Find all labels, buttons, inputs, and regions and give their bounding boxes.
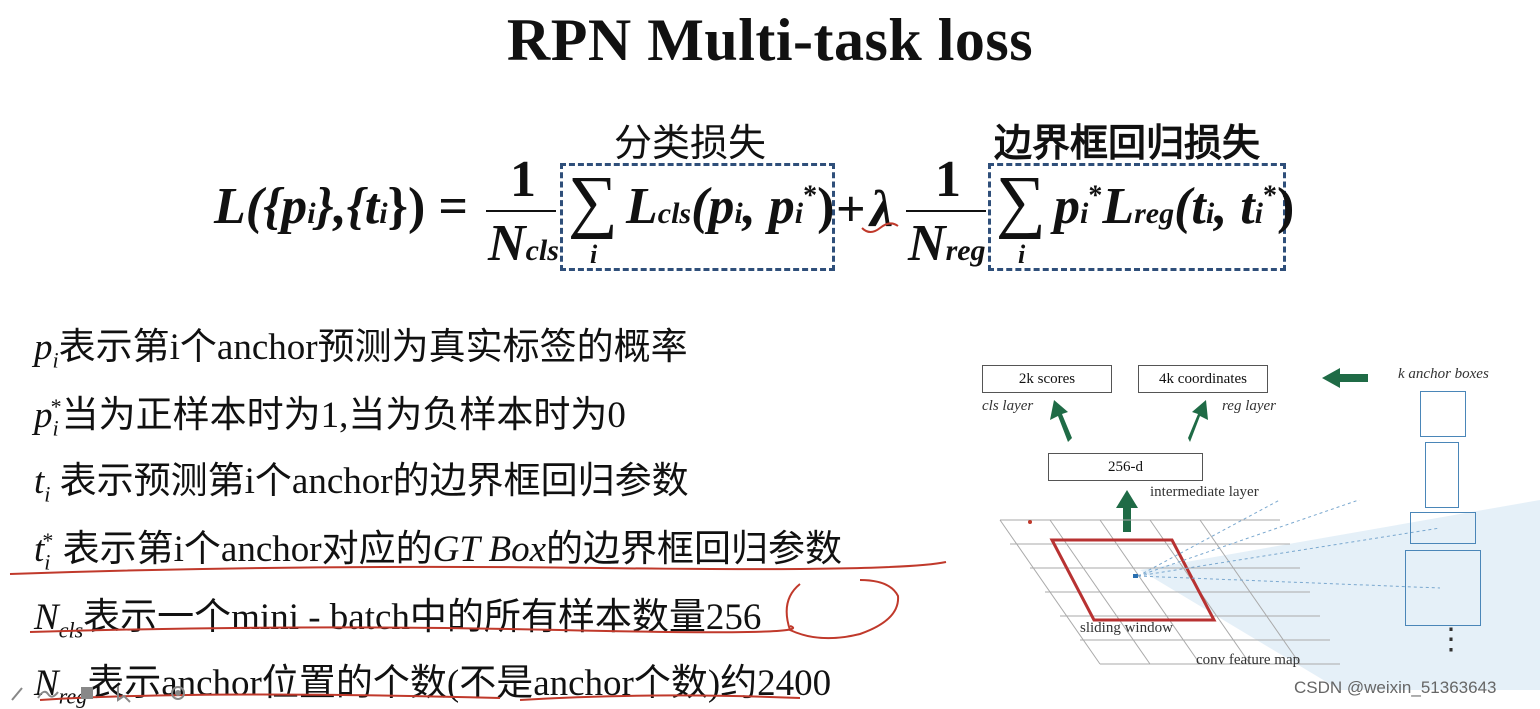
coordinates-box: 4k coordinates (1138, 365, 1268, 393)
anchor-box-3 (1410, 512, 1476, 544)
feature-map-diagram (999, 500, 1540, 690)
explanation-line-4: ti* 表示第i个anchor对应的GT Box的边界框回归参数 (34, 527, 843, 575)
sum-reg-symbol: ∑ (996, 163, 1046, 240)
plus-sign: + (836, 181, 866, 238)
anchor-boxes-label: k anchor boxes (1398, 366, 1489, 382)
record-icon (171, 686, 185, 700)
sum-cls-symbol: ∑ (568, 163, 618, 240)
arrow-to-cls-icon (1050, 400, 1072, 442)
lcls-term: Lcls(pi, pi*) (626, 178, 835, 235)
red-annotations (9, 561, 947, 701)
formula-lhs: L({pi},{ti}) = (214, 178, 468, 235)
explanation-line-3: ti 表示预测第i个anchor的边界框回归参数 (34, 461, 689, 507)
arrow-left-icon (1322, 368, 1368, 388)
feature-map-label: conv feature map (1196, 652, 1301, 668)
anchor-ellipsis: ⋮ (1436, 623, 1466, 656)
eraser-icon (81, 687, 93, 699)
cls-loss-label: 分类损失 (614, 123, 767, 165)
frac-reg-line (906, 210, 986, 212)
explanation-line-6: Nreg表示anchor位置的个数(不是anchor个数)约2400 (34, 663, 832, 709)
intermediate-layer-label: intermediate layer (1150, 484, 1259, 500)
anchor-box-2 (1425, 442, 1459, 508)
scores-box: 2k scores (982, 365, 1112, 393)
pointer-icon (117, 686, 131, 703)
anchor-box-1 (1420, 391, 1466, 437)
highlighter-icon (37, 690, 59, 699)
pen-icon (11, 687, 23, 701)
lreg-term: pi*Lreg(ti, ti*) (1054, 178, 1295, 235)
arrow-up-icon (1116, 490, 1138, 532)
sliding-window-label: sliding window (1080, 620, 1173, 636)
frac-reg-denominator: Nreg (908, 215, 986, 272)
cls-layer-label: cls layer (982, 398, 1034, 414)
sum-reg-index: i (1018, 240, 1026, 269)
sum-cls-index: i (590, 240, 598, 269)
arrow-to-reg-icon (1188, 400, 1208, 442)
reg-dashed-box (988, 163, 1286, 271)
annotation-toolbar[interactable] (8, 682, 188, 704)
watermark: CSDN @weixin_51363643 (1294, 678, 1497, 697)
reg-layer-label: reg layer (1222, 398, 1277, 414)
page-title: RPN Multi-task loss (506, 7, 1034, 73)
explanation-line-1: pi表示第i个anchor预测为真实标签的概率 (34, 327, 688, 373)
lambda-underline-annotation (861, 222, 899, 233)
frac-cls-numerator: 1 (510, 151, 536, 208)
anchor-box-4 (1405, 550, 1481, 626)
reg-loss-label: 边界框回归损失 (994, 123, 1261, 165)
frac-reg-numerator: 1 (935, 151, 961, 208)
frac-cls-line (486, 210, 556, 212)
cls-dashed-box (560, 163, 835, 271)
intermediate-box: 256-d (1048, 453, 1203, 481)
frac-cls-denominator: Ncls (488, 215, 559, 272)
explanation-line-2: pi*当为正样本时为1,当为负样本时为0 (34, 393, 626, 441)
